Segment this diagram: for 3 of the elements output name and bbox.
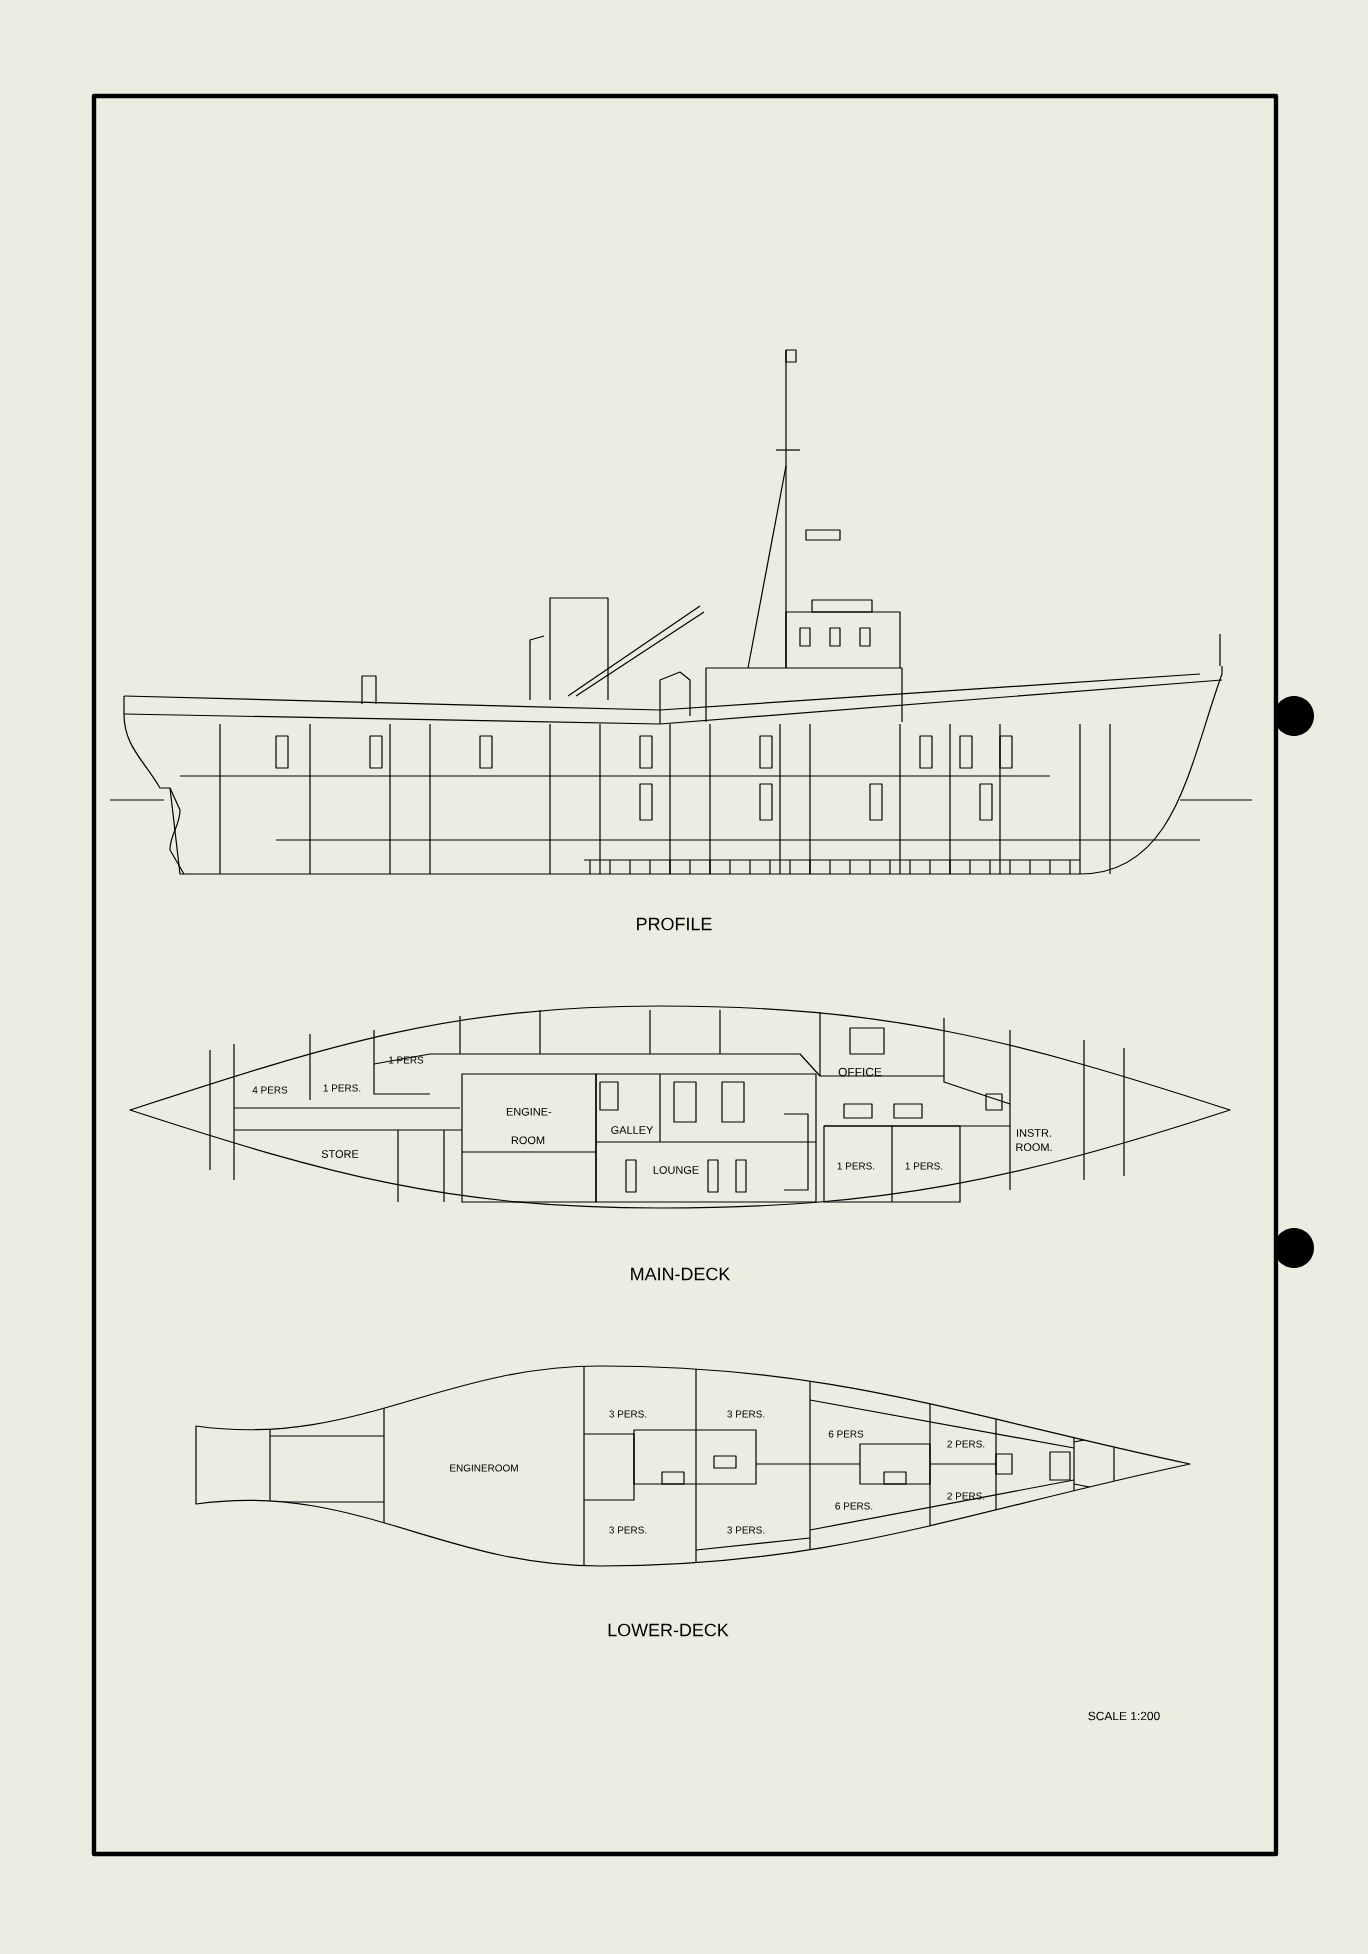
view-title: LOWER-DECK	[608, 1623, 729, 1637]
view-title: PROFILE	[637, 917, 712, 931]
view-title: MAIN-DECK	[631, 1267, 731, 1281]
